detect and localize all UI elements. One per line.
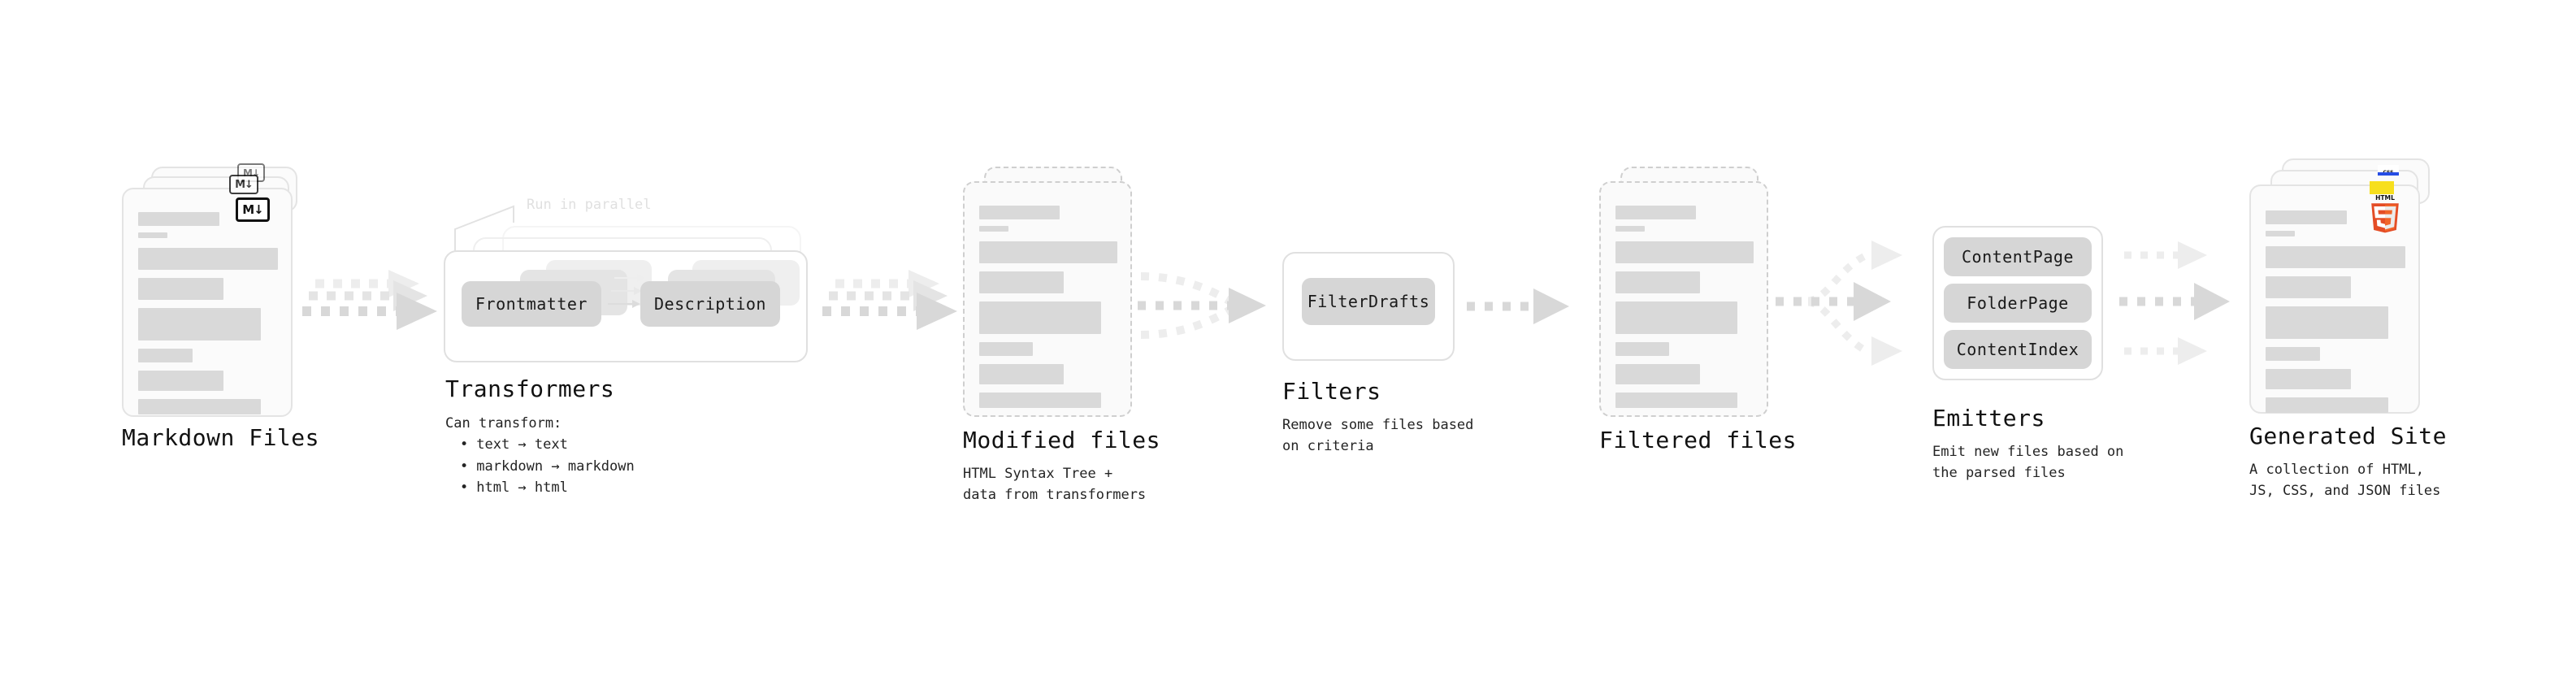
modified-files-stack — [963, 167, 1142, 427]
modified-files-description: HTML Syntax Tree + data from transformer… — [963, 466, 1147, 504]
transformers-title: Transformers — [445, 375, 615, 402]
markdown-icon-back-1: M↓ — [229, 175, 258, 194]
css-icon: CSS — [2378, 165, 2399, 176]
css-icon-bar — [2378, 172, 2399, 176]
site-card-front — [2249, 184, 2420, 414]
js-icon — [2370, 181, 2394, 194]
svg-text:HTML: HTML — [2375, 194, 2395, 202]
generated-site-stack: CSS HTML — [2249, 158, 2436, 419]
arrow-filters-to-filtered — [1467, 288, 1569, 324]
transformers-desc-item-0: text → text — [460, 434, 635, 455]
html5-icon: HTML — [2368, 193, 2402, 233]
arrow-modified-to-filters — [1138, 272, 1266, 339]
emitters-description: Emit new files based on the parsed files — [1932, 444, 2124, 482]
emitters-pill-contentpage[interactable]: ContentPage — [1944, 237, 2092, 276]
arrow-transformers-to-modified — [822, 270, 957, 330]
markdown-card-front — [122, 188, 293, 417]
generated-site-description: A collection of HTML, JS, CSS, and JSON … — [2249, 462, 2441, 500]
generated-site-title: Generated Site — [2249, 423, 2448, 449]
modified-files-title: Modified files — [963, 427, 1161, 453]
markdown-files-stack: M↓ M↓ M↓ — [122, 163, 301, 419]
emitters-title: Emitters — [1932, 405, 2045, 432]
transformer-pill-frontmatter[interactable]: Frontmatter — [462, 281, 601, 327]
transformers-desc-lead: Can transform: — [445, 415, 562, 432]
transformers-desc-list: text → text markdown → markdown html → h… — [445, 434, 635, 498]
emitters-pill-contentindex[interactable]: ContentIndex — [1944, 330, 2092, 369]
modified-card-front — [963, 181, 1132, 417]
transformers-description: Can transform: text → text markdown → ma… — [445, 413, 635, 498]
filtered-files-stack — [1599, 167, 1778, 427]
filters-pill-filterdrafts[interactable]: FilterDrafts — [1302, 278, 1435, 325]
markdown-icon: M↓ — [236, 197, 270, 222]
arrow-filtered-to-emitters — [1776, 241, 1902, 366]
transformers-desc-item-2: html → html — [460, 477, 635, 498]
filtered-files-title: Filtered files — [1599, 427, 1798, 453]
run-in-parallel-label: Run in parallel — [527, 197, 652, 213]
transformer-pill-description[interactable]: Description — [640, 281, 780, 327]
filtered-card-front — [1599, 181, 1768, 417]
filters-description: Remove some files based on criteria — [1282, 417, 1474, 455]
arrow-emitters-to-site — [2119, 241, 2230, 365]
transformers-group: Run in parallel Frontmatter Description — [439, 195, 821, 366]
emitters-pill-folderpage[interactable]: FolderPage — [1944, 284, 2092, 323]
markdown-files-title: Markdown Files — [122, 424, 320, 451]
filters-title: Filters — [1282, 378, 1381, 405]
transformers-desc-item-1: markdown → markdown — [460, 456, 634, 477]
